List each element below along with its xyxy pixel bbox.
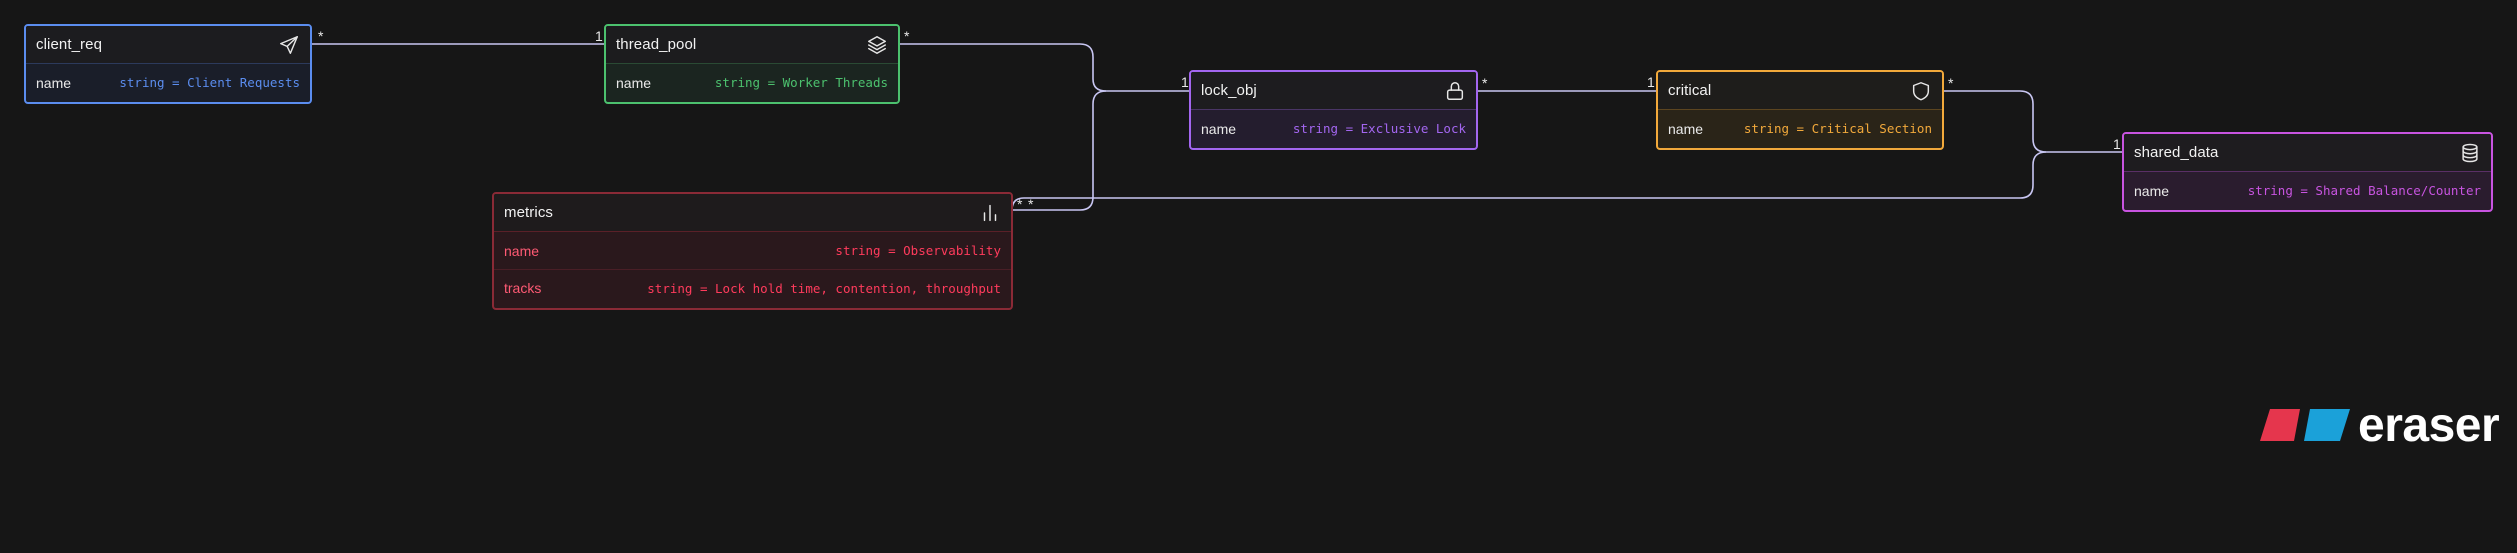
eraser-logo-text: eraser — [2358, 398, 2500, 452]
lock-icon — [1444, 80, 1466, 102]
attribute-name: name — [36, 74, 72, 91]
entity-header: client_req — [26, 26, 310, 64]
attribute-row: name string = Observability — [494, 232, 1011, 269]
attribute-type: string = Exclusive Lock — [1292, 121, 1466, 136]
attribute-name: name — [616, 74, 652, 91]
edge-metrics-lock-obj — [1012, 90, 1107, 211]
entity-title: shared_data — [2134, 144, 2219, 161]
attribute-name: name — [504, 242, 540, 259]
eraser-logo-mark — [2260, 409, 2350, 441]
entity-lock-obj[interactable]: lock_obj name string = Exclusive Lock — [1189, 70, 1478, 150]
attribute-row: name string = Exclusive Lock — [1191, 110, 1476, 147]
entity-header: metrics — [494, 194, 1011, 232]
cardinality-label: 1 — [1647, 74, 1655, 90]
edge-metrics-shared-data — [1011, 151, 2047, 211]
attribute-row: name string = Worker Threads — [606, 64, 898, 101]
attribute-type: string = Client Requests — [119, 75, 300, 90]
attribute-name: name — [1201, 120, 1237, 137]
bar-chart-icon — [979, 202, 1001, 224]
cardinality-label: 1 — [595, 28, 603, 44]
entity-shared-data[interactable]: shared_data name string = Shared Balance… — [2122, 132, 2493, 212]
entity-header: critical — [1658, 72, 1942, 110]
eraser-logo: eraser — [2258, 398, 2500, 452]
cardinality-label: * — [904, 28, 910, 44]
entity-thread-pool[interactable]: thread_pool name string = Worker Threads — [604, 24, 900, 104]
attribute-row: name string = Shared Balance/Counter — [2124, 172, 2491, 209]
entity-title: thread_pool — [616, 36, 697, 53]
attribute-name: tracks — [504, 280, 542, 296]
cardinality-label: 1 — [2113, 136, 2121, 152]
cardinality-label: * — [1028, 196, 1034, 212]
edge-thread-pool-lock-obj — [899, 43, 1190, 92]
entity-critical[interactable]: critical name string = Critical Section — [1656, 70, 1944, 150]
entity-client-req[interactable]: client_req name string = Client Requests — [24, 24, 312, 104]
attribute-name: name — [2134, 182, 2170, 199]
attribute-type: string = Critical Section — [1743, 121, 1932, 136]
attribute-type: string = Shared Balance/Counter — [2247, 183, 2481, 198]
attribute-type: string = Worker Threads — [714, 75, 888, 90]
attribute-row: name string = Critical Section — [1658, 110, 1942, 147]
cardinality-label: * — [1948, 75, 1954, 91]
entity-header: shared_data — [2124, 134, 2491, 172]
entity-title: lock_obj — [1201, 82, 1257, 99]
attribute-row: name string = Client Requests — [26, 64, 310, 101]
cardinality-label: * — [318, 28, 324, 44]
cardinality-label: 1 — [1181, 74, 1189, 90]
entity-title: metrics — [504, 204, 554, 221]
layers-icon — [866, 34, 888, 56]
attribute-name: name — [1668, 120, 1704, 137]
attribute-type: string = Lock hold time, contention, thr… — [647, 280, 1001, 296]
shield-icon — [1910, 80, 1932, 102]
attribute-type: string = Observability — [835, 243, 1001, 258]
entity-header: thread_pool — [606, 26, 898, 64]
database-icon — [2459, 142, 2481, 164]
entity-title: critical — [1668, 82, 1712, 99]
attribute-row: tracks string = Lock hold time, contenti… — [494, 269, 1011, 306]
cardinality-label: * — [1482, 75, 1488, 91]
edge-critical-shared-data — [1943, 90, 2123, 153]
entity-title: client_req — [36, 36, 103, 53]
entity-metrics[interactable]: metrics name string = Observability trac… — [492, 192, 1013, 310]
send-icon — [278, 34, 300, 56]
cardinality-label: * — [1017, 196, 1023, 212]
entity-header: lock_obj — [1191, 72, 1476, 110]
